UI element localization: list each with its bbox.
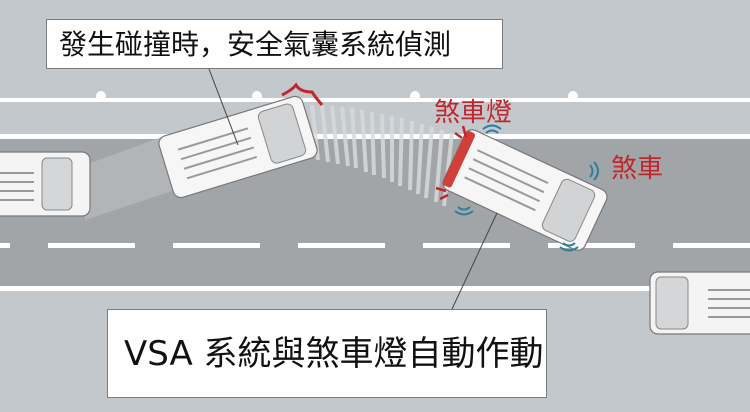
label-brake: 煞車	[611, 154, 664, 184]
impact-trajectory	[310, 104, 454, 207]
impact-mark	[281, 82, 324, 106]
label-brake-light: 煞車燈	[434, 98, 513, 128]
car-braking	[442, 129, 608, 251]
dashed-lane-line	[0, 243, 750, 248]
road-edge-top	[0, 134, 750, 139]
brake-light-rays	[435, 125, 468, 201]
car-colliding	[158, 95, 318, 199]
leader-line-top	[208, 68, 239, 146]
car-left-partial	[0, 151, 91, 217]
upper-edge-line	[0, 98, 750, 102]
leader-line-bottom	[451, 212, 498, 310]
brake-signal-waves	[454, 124, 599, 252]
callout-airbag-detection: 發生碰撞時，安全氣囊系統偵測	[46, 19, 503, 69]
road-edge-bottom	[0, 286, 750, 291]
callout-vsa-activation: VSA 系統與煞車燈自動作動	[107, 309, 547, 398]
car-right-partial	[649, 271, 750, 335]
